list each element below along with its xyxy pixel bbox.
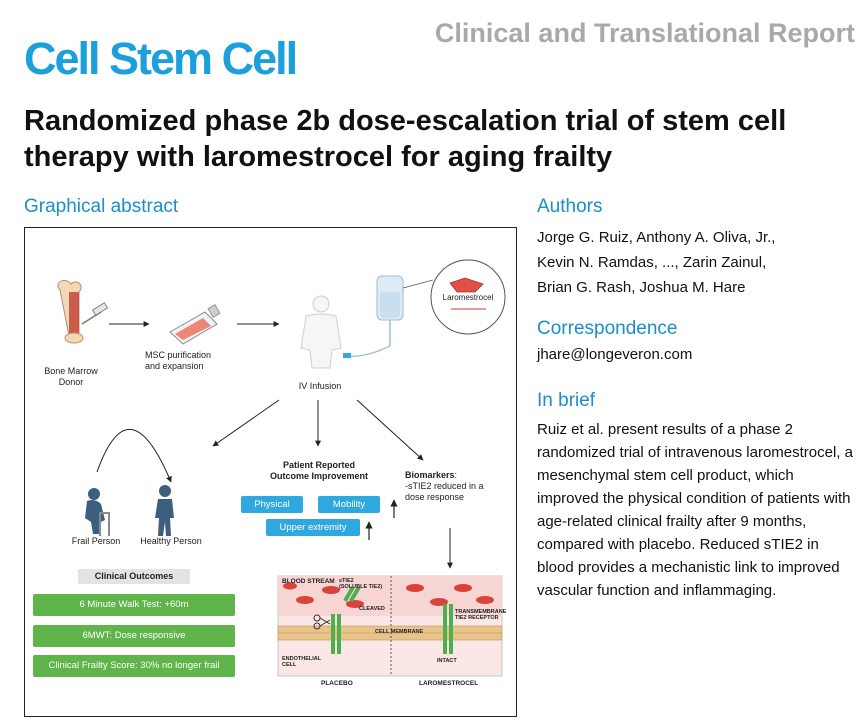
correspondence-heading: Correspondence: [537, 318, 678, 339]
clinical-outcomes-heading: Clinical Outcomes: [78, 569, 190, 584]
graphical-abstract-art: [57, 259, 506, 677]
author-list: Jorge G. Ruiz, Anthony A. Oliva, Jr., Ke…: [537, 225, 857, 300]
pill-physical: Physical: [241, 496, 303, 513]
journal-logo: Cell Stem Cell: [24, 33, 298, 84]
pill-mobility: Mobility: [318, 496, 380, 513]
iv-infusion-label: IV Infusion: [298, 381, 342, 391]
label-text: MSC purification and expansion: [145, 350, 212, 371]
label-text: Bone Marrow Donor: [44, 366, 98, 387]
red-blood-cells: [283, 582, 494, 608]
patient-icon: [300, 295, 342, 369]
bone-icon: [57, 280, 84, 344]
report-type: Clinical and Translational Report: [434, 18, 855, 48]
arrow: [212, 399, 280, 447]
transmembrane-label: TRANSMEMBRANE TIE2 RECEPTOR: [455, 609, 507, 621]
cleaved-stie2: [343, 586, 361, 602]
article-title: Randomized phase 2b dose-escalation tria…: [24, 105, 787, 173]
scissors-icon: [313, 614, 331, 630]
healthy-person-icon: [155, 485, 174, 536]
endothelial-cell-label: ENDOTHELIAL CELL: [282, 656, 322, 668]
stie2-label: sTIE2 (SOLUBLE TIE2): [339, 578, 383, 590]
tie2-receptor: [331, 604, 453, 654]
author-line[interactable]: Brian G. Rash, Joshua M. Hare: [537, 279, 746, 296]
bone-marrow-donor-label: Bone Marrow Donor: [33, 366, 109, 388]
cleaved-label: CLEAVED: [359, 606, 385, 612]
arrow: [356, 399, 424, 461]
frail-person-label: Frail Person: [71, 536, 121, 546]
author-line[interactable]: Jorge G. Ruiz, Anthony A. Oliva, Jr.,: [537, 229, 776, 246]
laromestrocel-cell-callout: [402, 259, 506, 335]
outcome-6mwt: 6 Minute Walk Test: +60m: [33, 594, 235, 616]
in-brief-heading: In brief: [537, 390, 596, 411]
graphical-abstract: Bone Marrow Donor MSC purification and e…: [24, 227, 517, 717]
pro-title: Patient Reported Outcome Improvement: [257, 460, 381, 482]
biomarkers-title: Biomarkers: [405, 470, 455, 480]
correspondence-email[interactable]: jhare@longeveron.com: [537, 346, 693, 363]
membrane-diagram: [277, 575, 503, 677]
cell-membrane-label: CELL MEMBRANE: [375, 629, 424, 635]
author-line[interactable]: Kevin N. Ramdas, ..., Zarin Zainul,: [537, 254, 767, 271]
culture-flask-icon: [169, 304, 221, 345]
placebo-label: PLACEBO: [321, 680, 353, 687]
outcome-dose-responsive: 6MWT: Dose responsive: [33, 625, 235, 647]
iv-bag-icon: [343, 275, 404, 358]
healthy-person-label: Healthy Person: [140, 536, 202, 546]
label-text: Patient Reported Outcome Improvement: [269, 460, 369, 481]
biomarkers-text: : -sTIE2 reduced in a dose response: [405, 470, 484, 502]
authors-heading: Authors: [537, 196, 603, 217]
intact-label: INTACT: [437, 658, 457, 664]
blood-stream-label: BLOOD STREAM: [282, 578, 335, 585]
frail-person-icon: [85, 488, 110, 536]
outcome-frailty-score: Clinical Frailty Score: 30% no longer fr…: [33, 655, 235, 677]
pill-upper-extremity: Upper extremity: [266, 519, 360, 536]
in-brief-text: Ruiz et al. present results of a phase 2…: [537, 421, 853, 599]
graphical-abstract-heading: Graphical abstract: [24, 196, 179, 217]
msc-purification-label: MSC purification and expansion: [145, 350, 255, 372]
syringe-icon: [81, 302, 109, 325]
laromestrocel-label: LAROMESTROCEL: [419, 680, 479, 687]
laromestrocel-tag: Laromestrocel: [442, 293, 494, 302]
arrow: [96, 428, 172, 483]
biomarkers-label: Biomarkers: -sTIE2 reduced in a dose res…: [405, 470, 505, 503]
